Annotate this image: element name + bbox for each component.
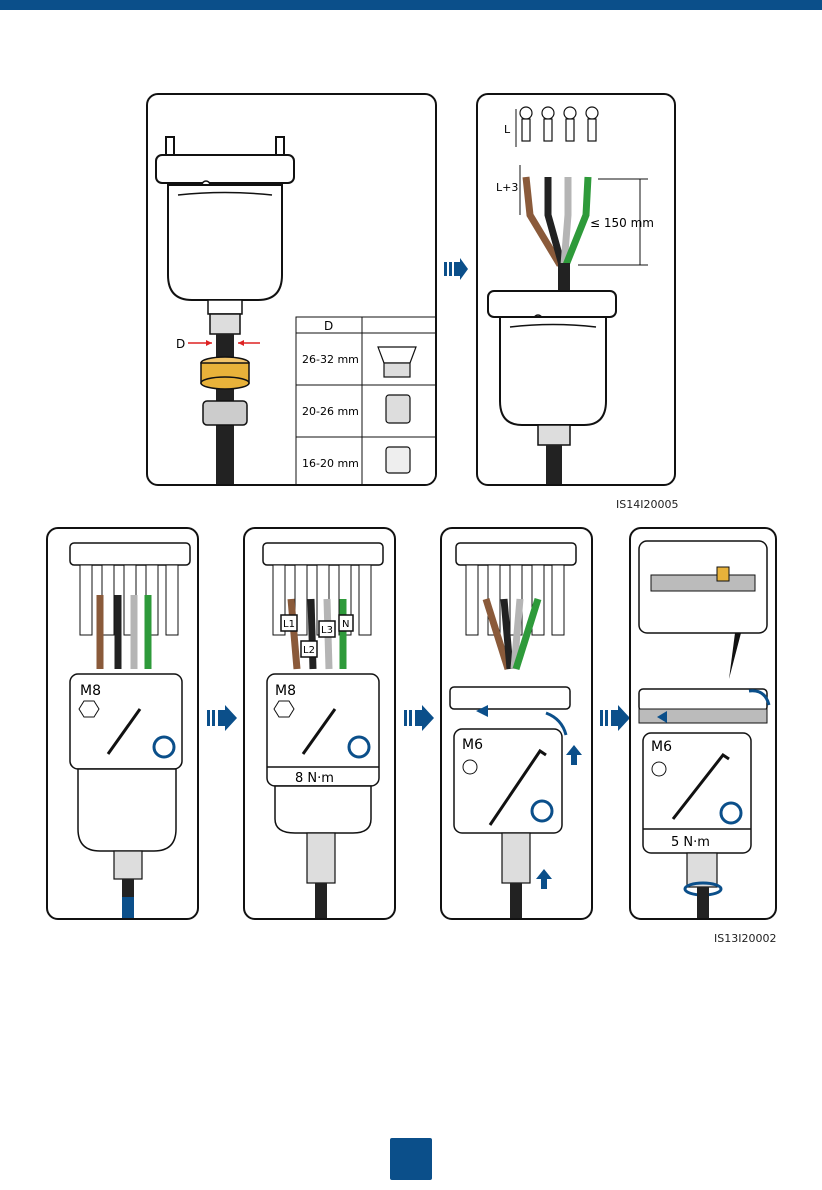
strip-length-label: ≤ 150 mm: [590, 216, 654, 230]
label-l: L: [504, 123, 511, 136]
wiring-step-3-illustration: M6: [442, 529, 593, 920]
next-step-arrow-icon: [600, 705, 630, 731]
page-number-block: [390, 1138, 432, 1180]
wiring-step-4-illustration: M6 5 N·m: [631, 529, 777, 920]
wiring-step-2-illustration: L1 L2 L3 N M8 8 N·m: [245, 529, 396, 920]
table-row-2-range: 20-26 mm: [302, 405, 359, 418]
torque-label: 8 N·m: [295, 771, 334, 786]
table-row-1-range: 26-32 mm: [302, 353, 359, 366]
phase-label-n: N: [342, 619, 349, 630]
table-header-d: D: [324, 319, 333, 333]
phase-label-l1: L1: [283, 619, 295, 630]
bottom-panel-3: M6: [440, 527, 593, 920]
bolt-size-label: M6: [651, 739, 672, 755]
bottom-panel-1: M8: [46, 527, 199, 920]
top-panel-2: L L+3 ≤ 150 mm: [476, 93, 676, 486]
wiring-step-1-illustration: M8: [48, 529, 199, 920]
torque-label: 5 N·m: [671, 835, 710, 850]
bolt-size-label: M6: [462, 737, 483, 753]
bolt-size-label: M8: [80, 683, 101, 699]
phase-label-l2: L2: [303, 645, 315, 656]
next-step-arrow-icon: [404, 705, 434, 731]
bolt-size-label: M8: [275, 683, 296, 699]
phase-label-l3: L3: [321, 625, 333, 636]
cable-strip-illustration: L L+3 ≤ 150 mm: [478, 95, 676, 486]
bottom-panel-4: M6 5 N·m: [629, 527, 777, 920]
cable-gland-illustration: D D 26-32 mm 20-26 mm 16-20 mm: [148, 95, 437, 486]
next-step-arrow-icon: [444, 258, 468, 280]
next-step-arrow-icon: [207, 705, 237, 731]
top-figure-code: IS14I20005: [616, 498, 678, 511]
header-bar: [0, 0, 822, 10]
top-panel-1: D D 26-32 mm 20-26 mm 16-20 mm: [146, 93, 437, 486]
bottom-figure-code: IS13I20002: [714, 932, 776, 945]
table-row-3-range: 16-20 mm: [302, 457, 359, 470]
d-dimension-label: D: [176, 337, 185, 351]
label-l-plus-3: L+3: [496, 181, 518, 194]
bottom-panel-2: L1 L2 L3 N M8 8 N·m: [243, 527, 396, 920]
